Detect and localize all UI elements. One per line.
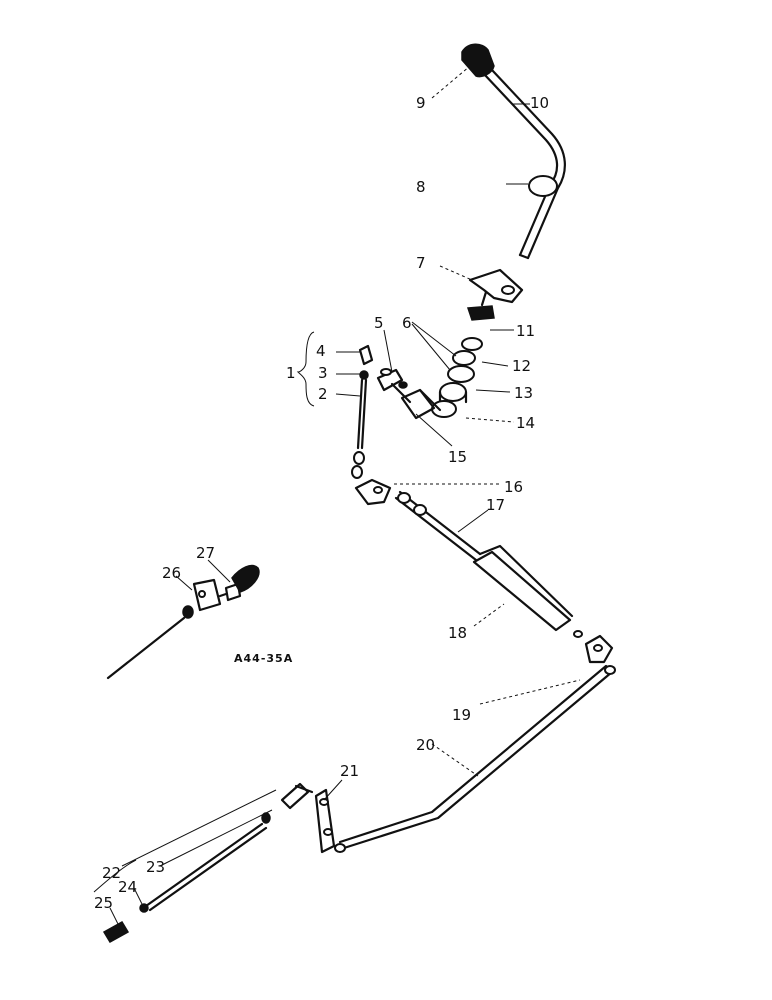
callout-19: 19 [452,706,471,724]
callout-9: 9 [416,94,426,112]
callout-16: 16 [504,478,523,496]
leader-lines [93,65,581,925]
callout-4: 4 [316,342,326,360]
lower-rod [102,782,314,944]
callout-6: 6 [402,314,412,332]
reference-code: A44-35A [234,652,293,665]
callout-21: 21 [340,762,359,780]
callout-26: 26 [162,564,181,582]
callout-13: 13 [514,384,533,402]
callout-22: 22 [102,864,121,882]
control-rod [351,344,374,479]
washer-stack [431,337,483,418]
callout-25: 25 [94,894,113,912]
callout-23: 23 [146,858,165,876]
pivot-arm [376,368,412,404]
bellcrank [314,788,336,854]
callout-1: 1 [286,364,296,382]
bracket-block [400,388,442,420]
callout-8: 8 [416,178,426,196]
callout-14: 14 [516,414,535,432]
gear-lever [482,68,566,260]
callout-18: 18 [448,624,467,642]
callout-24: 24 [118,878,137,896]
callout-5: 5 [374,314,384,332]
callout-3: 3 [318,364,328,382]
cross-shaft [394,490,583,638]
callout-17: 17 [486,496,505,514]
clevis-bracket [354,478,392,506]
callout-12: 12 [512,357,531,375]
bracket-group-1 [296,331,315,407]
callout-labels: 1 2 3 4 5 6 7 8 9 10 11 12 13 14 15 16 1… [94,94,549,912]
callout-11: 11 [516,322,535,340]
crank-plate [584,634,614,664]
hand-throttle [106,564,260,680]
callout-7: 7 [416,254,426,272]
callout-15: 15 [448,448,467,466]
callout-10: 10 [530,94,549,112]
callout-2: 2 [318,385,328,403]
callout-20: 20 [416,736,435,754]
lever-knob [461,43,495,78]
pivot-bracket [466,268,524,321]
callout-27: 27 [196,544,215,562]
lever-collar [528,175,558,197]
link-rod [334,664,616,853]
